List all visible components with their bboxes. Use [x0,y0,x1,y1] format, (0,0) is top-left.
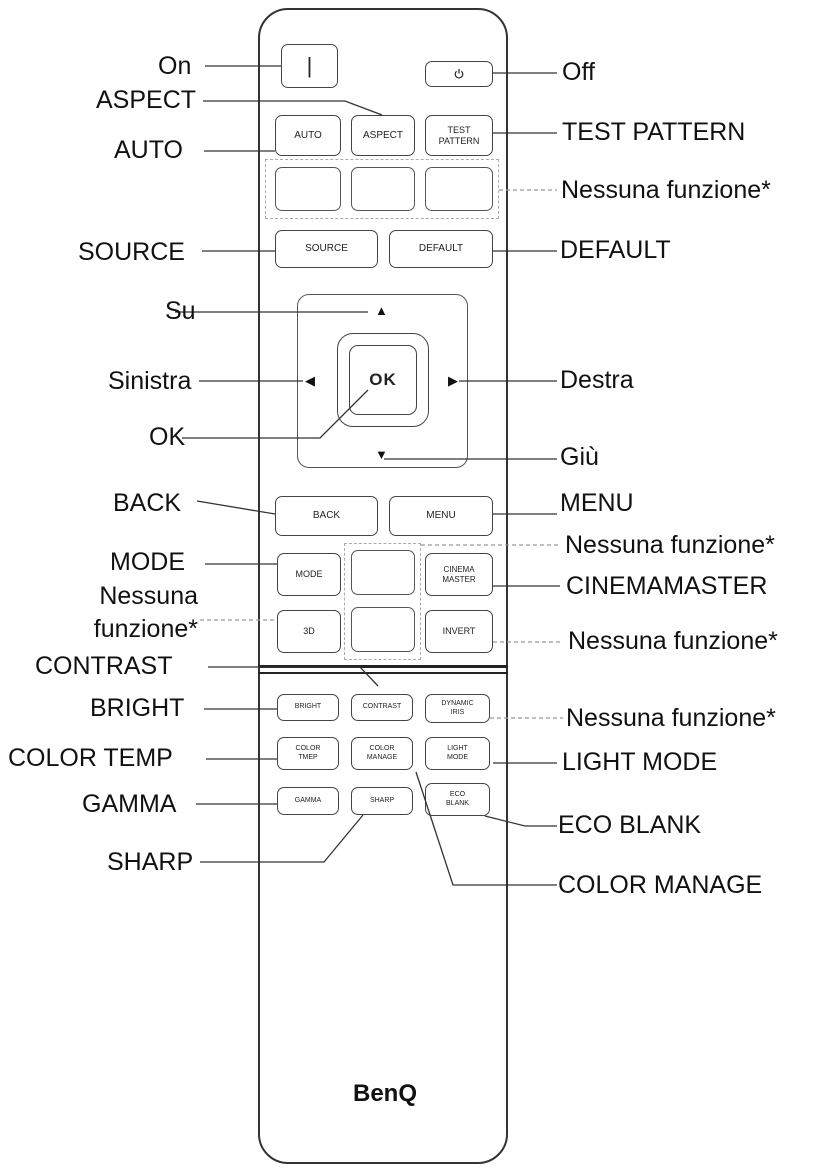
label-off: Off [562,58,595,86]
test-pattern-button[interactable]: TEST PATTERN [425,115,493,156]
remote-divider [258,665,508,668]
blank-button[interactable] [275,167,341,211]
label-no-function-3d-row: Nessuna funzione* [93,582,198,643]
label-left: Sinistra [108,367,192,395]
arrow-left-button[interactable]: ◀ [305,373,315,388]
label-source: SOURCE [78,238,185,266]
label-sharp: SHARP [107,848,194,876]
blank-button[interactable] [351,167,415,211]
sharp-button[interactable]: SHARP [351,787,413,815]
off-button[interactable] [425,61,493,87]
label-no-function-top-row: Nessuna funzione* [561,176,771,204]
label-light-mode: LIGHT MODE [562,748,718,776]
label-color-temp: COLOR TEMP [8,744,173,772]
invert-button[interactable]: INVERT [425,610,493,653]
color-manage-button[interactable]: COLOR MANAGE [351,737,413,770]
bright-button[interactable]: BRIGHT [277,694,339,721]
back-button[interactable]: BACK [275,496,378,536]
blank-button[interactable] [351,550,415,595]
dynamic-iris-button[interactable]: DYNAMIC IRIS [425,694,490,723]
label-on: On [158,52,192,80]
label-cinema-master: CINEMAMASTER [566,572,768,600]
default-button[interactable]: DEFAULT [389,230,493,268]
label-default: DEFAULT [560,236,671,264]
ok-button[interactable]: OK [349,345,417,415]
label-no-function-invert-row: Nessuna funzione* [568,627,778,655]
contrast-button[interactable]: CONTRAST [351,694,413,721]
arrow-down-button[interactable]: ▼ [375,447,388,462]
label-contrast: CONTRAST [35,652,173,680]
label-eco-blank: ECO BLANK [558,811,702,839]
brand-logo: BenQ [352,1080,417,1107]
label-gamma: GAMMA [82,790,177,818]
source-button[interactable]: SOURCE [275,230,378,268]
label-test-pattern: TEST PATTERN [562,118,746,146]
label-no-function-middle: Nessuna funzione* [565,531,775,559]
cinema-master-button[interactable]: CINEMA MASTER [425,553,493,596]
arrow-up-button[interactable]: ▲ [375,303,388,318]
label-color-manage: COLOR MANAGE [558,871,763,899]
label-auto: AUTO [114,136,183,164]
no-function-group-top [265,159,499,219]
label-up: Su [165,297,196,325]
color-temp-button[interactable]: COLOR TMEP [277,737,339,770]
no-function-group-middle [344,543,421,660]
label-down: Giù [560,443,599,471]
menu-button[interactable]: MENU [389,496,493,536]
label-bright: BRIGHT [90,694,185,722]
on-button[interactable]: | [281,44,338,88]
auto-button[interactable]: AUTO [275,115,341,156]
label-no-function-dynamic-iris: Nessuna funzione* [566,704,776,732]
3d-button[interactable]: 3D [277,610,341,653]
label-right: Destra [560,366,634,394]
light-mode-button[interactable]: LIGHT MODE [425,737,490,770]
label-ok: OK [149,423,186,451]
label-back: BACK [113,489,182,517]
label-aspect: ASPECT [96,86,197,114]
remote-divider-thin [258,672,508,674]
power-icon [454,69,464,79]
mode-button[interactable]: MODE [277,553,341,596]
blank-button[interactable] [425,167,493,211]
blank-button[interactable] [351,607,415,652]
gamma-button[interactable]: GAMMA [277,787,339,815]
ok-button-ring [337,333,429,427]
label-menu: MENU [560,489,634,517]
aspect-button[interactable]: ASPECT [351,115,415,156]
label-mode: MODE [110,548,185,576]
arrow-right-button[interactable]: ▶ [448,373,458,388]
